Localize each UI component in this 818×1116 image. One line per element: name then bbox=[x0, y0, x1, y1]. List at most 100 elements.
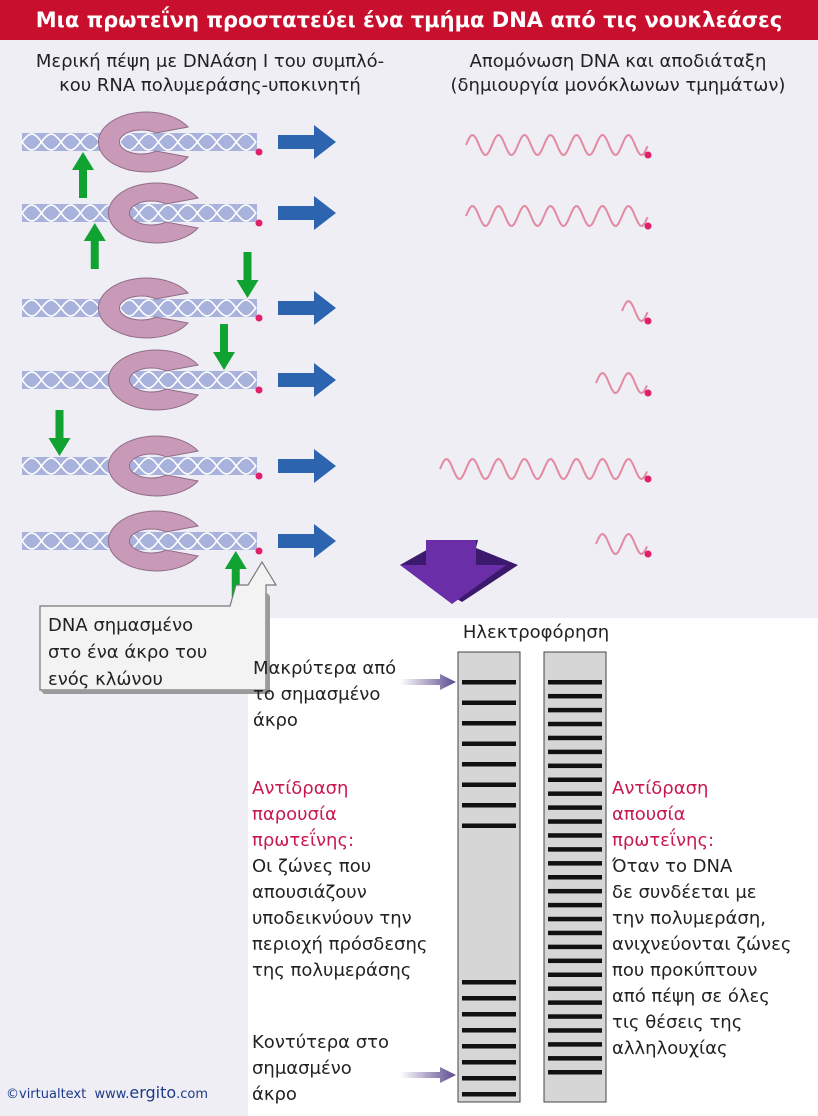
dnase-cut-arrow bbox=[72, 152, 94, 198]
dna-strand bbox=[21, 299, 257, 317]
rna-polymerase bbox=[107, 349, 199, 411]
presence-label-line: Αντίδραση bbox=[252, 778, 349, 799]
shorter-label: Κοντύτερα στο σημασμένο άκρο bbox=[252, 1030, 412, 1108]
gel-band bbox=[548, 1014, 602, 1019]
gel-band bbox=[548, 1056, 602, 1061]
right-header-line: Απομόνωση DNA και αποδιάταξη bbox=[469, 51, 767, 72]
gel-band bbox=[548, 916, 602, 922]
gel-band bbox=[462, 980, 516, 985]
gel-band bbox=[548, 1000, 602, 1005]
gel-band bbox=[548, 735, 602, 741]
gel-band bbox=[548, 847, 602, 852]
label-dot bbox=[255, 547, 263, 555]
gel-band bbox=[548, 972, 602, 977]
gel-band bbox=[462, 1012, 516, 1017]
callout-line: ενός κλώνου bbox=[48, 669, 163, 690]
gel-band bbox=[548, 833, 602, 838]
right-column-header: Απομόνωση DNA και αποδιάταξη (δημιουργία… bbox=[418, 50, 818, 98]
gel-band bbox=[462, 680, 516, 685]
ssdna-fragment bbox=[595, 533, 648, 556]
gel-band bbox=[462, 803, 516, 808]
gel-band bbox=[462, 1028, 516, 1033]
footer-credit: ©virtualtext www.ergito.com bbox=[6, 1083, 208, 1102]
left-header-line: κου RNA πολυμεράσης-υποκινητή bbox=[59, 75, 361, 96]
shorter-label-line: Κοντύτερα στο bbox=[252, 1032, 389, 1053]
dna-strand bbox=[21, 133, 257, 151]
flow-arrow bbox=[278, 291, 336, 325]
absence-label-line: Αντίδραση bbox=[612, 778, 709, 799]
presence-desc-line: υποδεικνύουν την bbox=[252, 908, 412, 929]
flow-arrow bbox=[278, 449, 336, 483]
flow-arrow bbox=[278, 196, 336, 230]
callout-text: DNA σημασμένο στο ένα άκρο του ενός κλών… bbox=[48, 612, 258, 693]
gel-panel bbox=[248, 618, 818, 1116]
ssdna-fragment bbox=[465, 204, 649, 228]
gel-band bbox=[548, 805, 602, 810]
gel-band bbox=[548, 791, 602, 796]
presence-description: Οι ζώνες που απουσιάζουν υποδεικνύουν τη… bbox=[252, 854, 462, 984]
gel-band bbox=[462, 782, 516, 787]
gel-band bbox=[548, 1042, 602, 1047]
gel-band bbox=[548, 1070, 602, 1075]
right-header-line: (δημιουργία μονόκλωνων τμημάτων) bbox=[450, 75, 786, 96]
shorter-label-line: σημασμένο bbox=[252, 1058, 352, 1079]
absence-reaction-label: Αντίδραση απουσία πρωτεΐνης: bbox=[612, 776, 812, 854]
rna-polymerase bbox=[97, 277, 189, 339]
gel-band bbox=[548, 763, 602, 769]
dna-strand bbox=[21, 204, 257, 222]
gel-band bbox=[462, 700, 516, 705]
label-dot bbox=[644, 317, 652, 325]
dnase-cut-arrow bbox=[83, 223, 106, 269]
longer-label-line: το σημασμένο bbox=[253, 684, 381, 705]
rna-polymerase bbox=[107, 435, 199, 497]
rna-polymerase bbox=[107, 510, 199, 572]
longer-label: Μακρύτερα από το σημασμένο άκρο bbox=[253, 656, 413, 734]
pointer-arrow bbox=[400, 1067, 456, 1083]
block-arrow bbox=[400, 540, 506, 604]
electrophoresis-label: Ηλεκτροφόρηση bbox=[462, 622, 610, 643]
gel-band bbox=[548, 819, 602, 824]
gel-band bbox=[462, 762, 516, 767]
rna-polymerase bbox=[107, 182, 199, 244]
gel-band bbox=[548, 888, 602, 894]
absence-desc-line: αλληλουχίας bbox=[612, 1038, 728, 1059]
title-bar: Μια πρωτεΐνη προστατεύει ένα τμήμα DNA α… bbox=[0, 0, 818, 40]
longer-label-line: Μακρύτερα από bbox=[253, 658, 397, 679]
callout-line: στο ένα άκρο του bbox=[48, 642, 208, 663]
absence-desc-line: που προκύπτουν bbox=[612, 960, 758, 981]
label-dot bbox=[644, 389, 652, 397]
absence-desc-line: δε συνδέεται με bbox=[612, 882, 757, 903]
gel-band bbox=[548, 1028, 602, 1033]
dnase-cut-arrow bbox=[224, 551, 247, 597]
gel-band bbox=[548, 680, 602, 685]
absence-desc-line: τις θέσεις της bbox=[612, 1012, 743, 1033]
site-prefix: www. bbox=[94, 1087, 130, 1102]
label-dot bbox=[255, 314, 263, 322]
dna-strand bbox=[21, 532, 257, 550]
gel-band bbox=[548, 986, 602, 991]
gel-band bbox=[548, 958, 602, 964]
absence-label-line: απουσία bbox=[612, 804, 686, 825]
gel-band bbox=[462, 1060, 516, 1065]
absence-label-line: πρωτεΐνης: bbox=[612, 830, 715, 851]
gel-lane-with-protein bbox=[457, 651, 521, 1103]
gel-band bbox=[548, 693, 602, 699]
presence-reaction-label: Αντίδραση παρουσία πρωτεΐνης: bbox=[252, 776, 452, 854]
label-dot bbox=[644, 550, 652, 558]
gel-band bbox=[462, 1076, 516, 1081]
absence-description: Όταν το DNA δε συνδέεται με την πολυμερά… bbox=[612, 854, 818, 1062]
gel-band bbox=[462, 1044, 516, 1049]
absence-desc-line: από πέψη σε όλες bbox=[612, 986, 770, 1007]
gel-band bbox=[462, 741, 516, 746]
presence-desc-line: περιοχή πρόσδεσης bbox=[252, 934, 428, 955]
site-suffix: .com bbox=[176, 1087, 209, 1102]
label-dot bbox=[255, 148, 263, 156]
dnase-cut-arrow bbox=[236, 252, 259, 298]
absence-desc-line: την πολυμεράση, bbox=[612, 908, 766, 929]
label-dot bbox=[644, 475, 652, 483]
copyright-text: ©virtualtext bbox=[6, 1087, 87, 1102]
longer-label-line: άκρο bbox=[253, 710, 298, 731]
gel-band bbox=[462, 721, 516, 726]
